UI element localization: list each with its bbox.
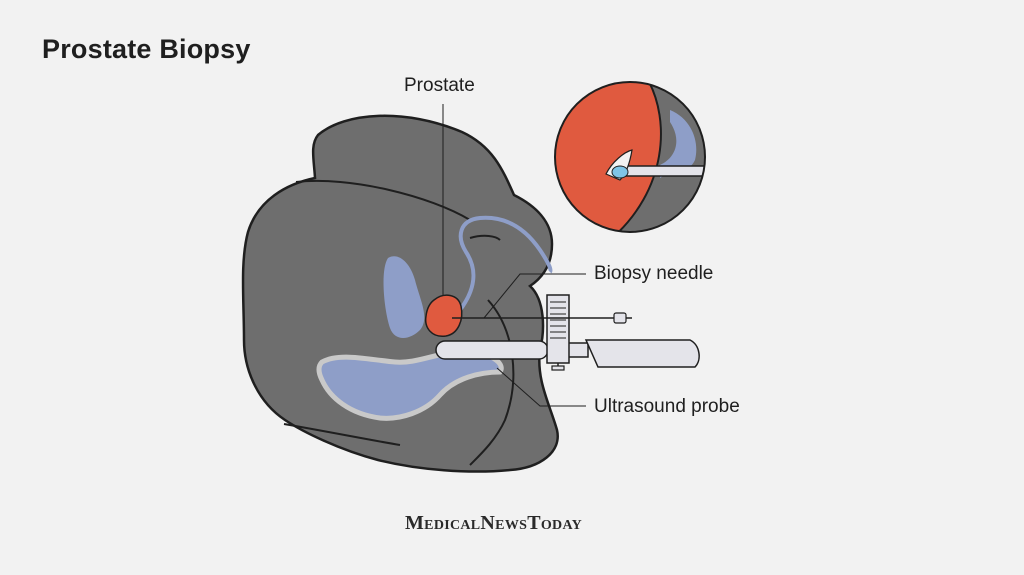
bladder-shape: [383, 256, 425, 338]
probe-shaft: [435, 340, 549, 360]
needle-guide-ridges: [550, 301, 566, 339]
prostate-label: Prostate: [404, 75, 475, 96]
page-title: Prostate Biopsy: [42, 34, 251, 64]
magnified-inset: [555, 82, 705, 232]
rectum-shape: [316, 349, 504, 421]
leg-contour-line: [283, 423, 401, 446]
probe-handle: [584, 339, 700, 368]
thigh-contour-line: [295, 179, 471, 221]
prostate-shape: [424, 294, 463, 337]
biopsy-needle-label: Biopsy needle: [594, 263, 714, 284]
ultrasound-probe-label: Ultrasound probe: [594, 396, 740, 417]
needle-guide-block: [546, 294, 570, 364]
needle-callout-line: [483, 273, 586, 319]
urethra-shape: [458, 215, 553, 312]
buttock-contour-line: [469, 299, 515, 466]
medical-news-today-logo: MedicalNewsToday: [405, 512, 582, 534]
probe-knob: [551, 365, 565, 371]
inset-border: [554, 81, 706, 233]
urethra-tip-line: [469, 234, 501, 241]
probe-callout-line: [496, 367, 586, 407]
needle-hub: [613, 312, 627, 324]
